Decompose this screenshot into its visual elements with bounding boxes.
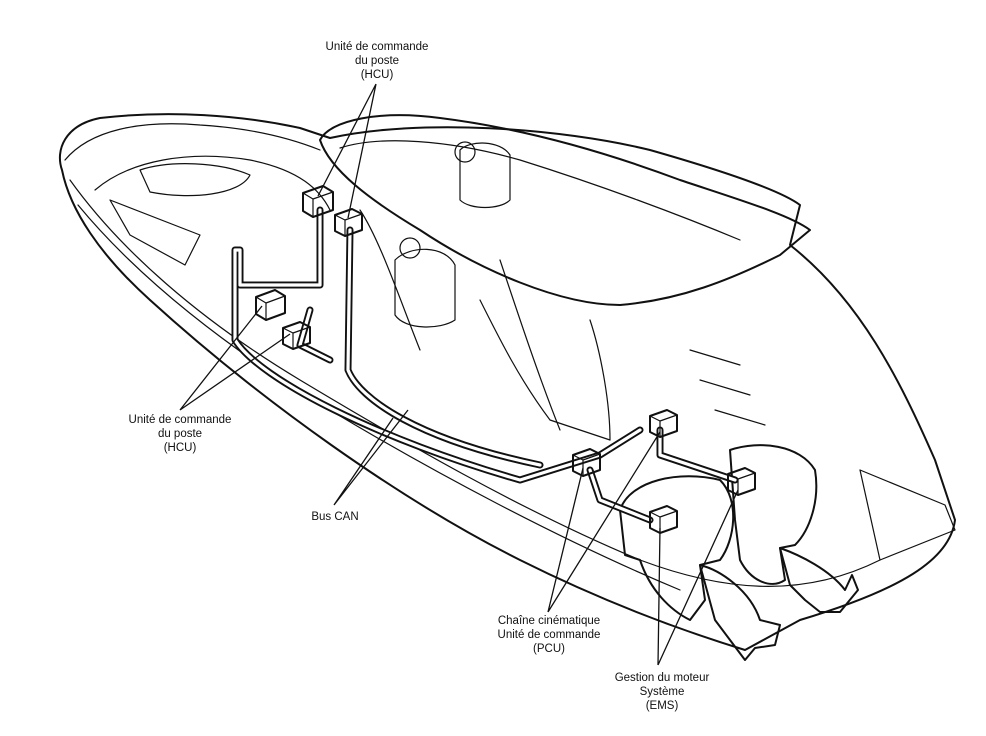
hardtop-inner: [339, 140, 741, 241]
label-pcu: Chaîne cinématique Unité de commande (PC…: [497, 615, 601, 655]
ems-module-2: [727, 467, 756, 496]
engine-right: [729, 444, 818, 585]
stern-drive-right: [779, 547, 859, 613]
hcu-module-top-2: [334, 208, 363, 237]
gunwale-line: [69, 179, 881, 587]
helm-seat-upper: [459, 142, 511, 209]
swim-platform: [859, 469, 956, 561]
pcu-module-2: [649, 409, 678, 438]
label-hcu-left: Unité de commande du poste (HCU): [128, 414, 232, 454]
ems-module-1: [649, 505, 678, 534]
hcu-module-left-1: [255, 289, 286, 321]
hcu-module-left-2: [282, 321, 311, 350]
cabin-window: [109, 199, 201, 266]
stern-steps: [689, 349, 766, 426]
engine-left: [619, 475, 735, 621]
windshield-front: [94, 155, 331, 211]
label-can-bus: Bus CAN: [311, 511, 359, 523]
steering-wheel-lower: [399, 237, 421, 259]
leader-lines: [179, 83, 739, 666]
windshield-pillar: [359, 209, 561, 431]
rub-rail-line: [77, 204, 681, 591]
can-bus-cabling: [231, 206, 739, 524]
label-hcu-top: Unité de commande du poste (HCU): [325, 41, 429, 81]
hull-outline: [58, 113, 956, 651]
helm-seat-lower: [394, 248, 456, 328]
stern-drive-left: [699, 564, 781, 661]
steering-wheel-upper: [454, 141, 476, 163]
foredeck-hatch: [139, 163, 251, 197]
cabin-bulkhead: [479, 299, 611, 441]
hardtop: [319, 114, 811, 306]
bow-rail: [64, 123, 321, 161]
label-ems: Gestion du moteur Système (EMS): [614, 672, 710, 712]
